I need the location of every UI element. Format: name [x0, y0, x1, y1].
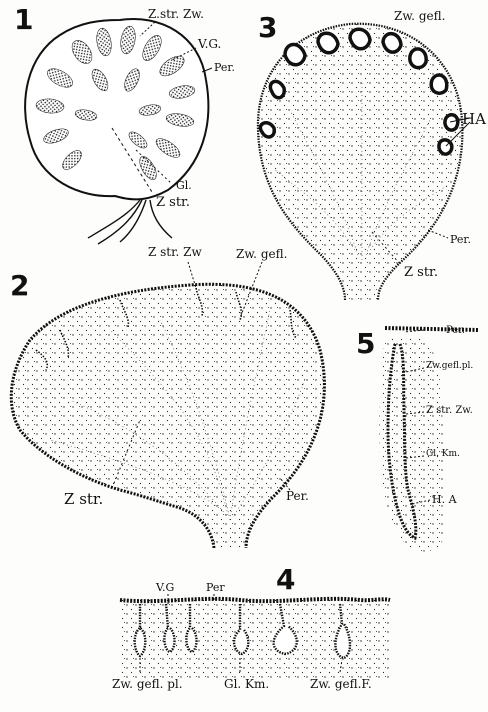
fig2-label-per: Per.: [286, 490, 309, 502]
fig5-label-ha: H. A: [432, 494, 457, 505]
fig2-label-zw-gefl: Zw. gefl.: [236, 248, 287, 260]
fig1-label-gl: Gl.: [176, 180, 192, 191]
fig5-label-zw-gefl-pl: Zw.gefl.pl.: [426, 362, 473, 371]
figure-4-number: 4: [276, 566, 295, 594]
fig3-label-z-str: Z str.: [404, 266, 438, 279]
figure-1-number: 1: [14, 6, 33, 34]
fig4-label-per: Per: [206, 582, 225, 593]
fig4-label-zw-gefl-pl: Zw. gefl. pl.: [112, 678, 183, 690]
fig4-tissue: [120, 600, 390, 678]
figure-1-drawing: [25, 19, 212, 244]
fig2-label-z-str: Z str.: [64, 492, 103, 507]
fig1-label-z-str-zw: Z.str. Zw.: [148, 8, 204, 20]
fig4-label-zw-gefl-f: Zw. gefl.F.: [310, 678, 372, 690]
figure-3-drawing: [258, 24, 470, 300]
fig3-label-per: Per.: [450, 234, 471, 245]
fig1-label-per: Per.: [214, 62, 235, 73]
figure-5-number: 5: [356, 330, 375, 358]
fig4-label-gl-km: Gl. Km.: [224, 678, 269, 690]
fig3-label-zw-gefl: Zw. gefl.: [394, 10, 445, 22]
figure-2-drawing: [11, 262, 324, 548]
figure-3-number: 3: [258, 14, 277, 42]
fig4-label-vg: V.G: [156, 582, 174, 593]
fig1-label-z-str: Z str.: [156, 196, 190, 209]
fig3-label-ha: HA: [462, 112, 486, 127]
fig5-label-per: Per.: [446, 326, 465, 336]
fig5-label-z-str-zw: Z str. Zw.: [426, 406, 473, 416]
fig5-label-gl-km: Gl. Km.: [426, 450, 460, 459]
figure-2-number: 2: [10, 272, 29, 300]
fig3-outline: [258, 24, 462, 300]
figure-4-drawing: [120, 594, 390, 678]
fig3-leader-per: [428, 230, 448, 238]
fig1-label-vg: V.G.: [198, 38, 221, 50]
fig2-label-z-str-zw: Z str. Zw: [148, 246, 202, 258]
fig2-outline: [11, 284, 324, 548]
